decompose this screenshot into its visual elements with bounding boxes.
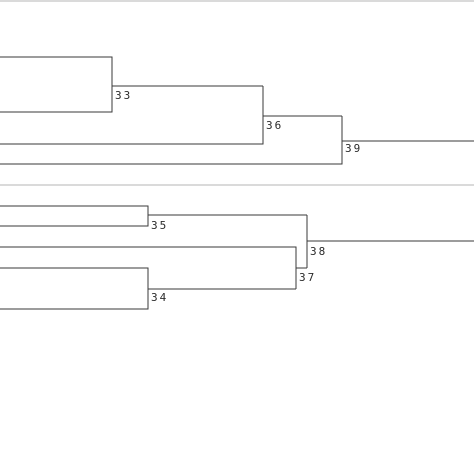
- node-label-34: 34: [151, 291, 168, 304]
- node-label-35: 35: [151, 219, 168, 232]
- cluster-node-33: [0, 56, 263, 113]
- cluster-node-39: [0, 116, 474, 165]
- node-label-33: 33: [115, 89, 132, 102]
- cluster-node-34: [0, 267, 296, 310]
- node-label-37: 37: [299, 271, 316, 284]
- node-label-38: 38: [310, 245, 327, 258]
- cluster-node-36: [0, 86, 342, 145]
- cluster-node-37: [0, 246, 307, 289]
- cluster-node-38: [306, 215, 474, 268]
- node-label-36: 36: [266, 119, 283, 132]
- cluster-node-35: [0, 205, 307, 227]
- node-label-39: 39: [345, 142, 362, 155]
